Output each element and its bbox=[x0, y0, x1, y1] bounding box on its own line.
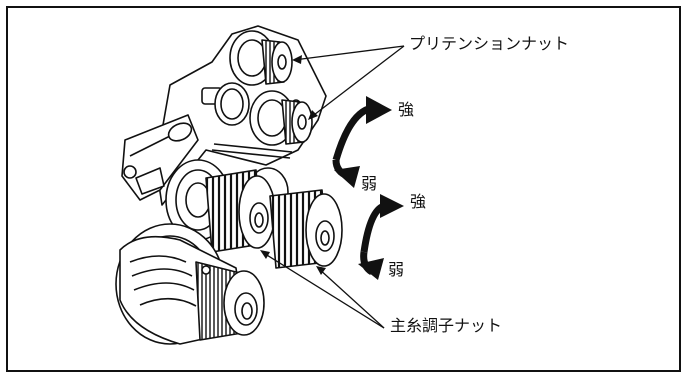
upper-arrow-head-strong bbox=[366, 96, 392, 124]
upper-weak-label: 弱 bbox=[361, 174, 378, 193]
lower-arrow-head-weak bbox=[358, 258, 384, 280]
leader-main-right bbox=[317, 267, 385, 329]
leader-pretension-upper bbox=[293, 45, 405, 61]
lower-strong-label: 強 bbox=[410, 192, 427, 211]
upper-strong-label: 強 bbox=[398, 100, 415, 119]
upper-arrow-head-weak bbox=[334, 166, 360, 188]
leader-pretension-lower bbox=[309, 45, 405, 119]
main-tension-nut-label: 主糸調子ナット bbox=[390, 316, 503, 335]
leader-main-left bbox=[261, 251, 385, 329]
lower-weak-label: 弱 bbox=[388, 260, 405, 279]
lower-arrow-head-strong bbox=[380, 194, 404, 218]
pretension-nut-label: プリテンションナット bbox=[409, 34, 570, 53]
